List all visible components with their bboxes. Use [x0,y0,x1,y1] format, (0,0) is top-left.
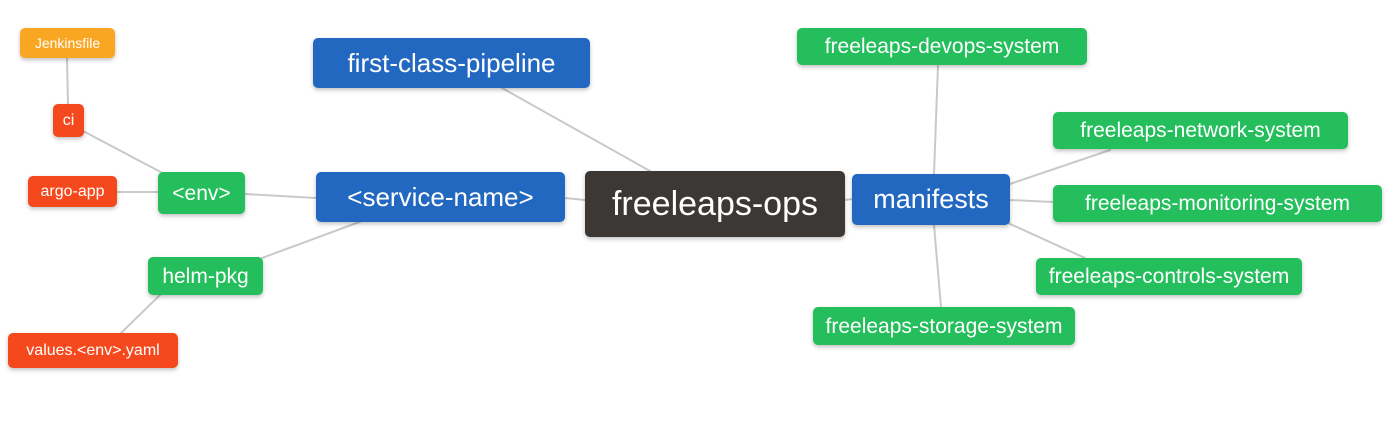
node-freeleaps-storage-system[interactable]: freeleaps-storage-system [813,307,1075,345]
node-values-env-yaml[interactable]: values.<env>.yaml [8,333,178,368]
node-first-class-pipeline[interactable]: first-class-pipeline [313,38,590,88]
edge-jenkinsfile-to-ci [66,56,69,105]
edge-helm-pkg-to-service-name [261,220,363,259]
node-service-name[interactable]: <service-name> [316,172,565,222]
edge-values-env-yaml-to-helm-pkg [120,293,162,334]
node-env[interactable]: <env> [158,172,245,214]
edge-first-class-pipeline-to-freeleaps-ops [501,87,651,172]
node-manifests[interactable]: manifests [852,174,1010,225]
edge-manifests-to-freeleaps-controls-system [1007,222,1086,259]
edge-manifests-to-freeleaps-network-system [1009,149,1111,185]
node-ci[interactable]: ci [53,104,84,137]
edge-env-to-service-name [244,193,317,199]
edge-manifests-to-freeleaps-monitoring-system [1009,199,1054,203]
node-helm-pkg[interactable]: helm-pkg [148,257,263,295]
node-freeleaps-monitoring-system[interactable]: freeleaps-monitoring-system [1053,185,1382,222]
edge-manifests-to-freeleaps-storage-system [933,224,942,308]
node-freeleaps-devops-system[interactable]: freeleaps-devops-system [797,28,1087,65]
node-argo-app[interactable]: argo-app [28,176,117,207]
node-freeleaps-controls-system[interactable]: freeleaps-controls-system [1036,258,1302,295]
node-freeleaps-ops-root[interactable]: freeleaps-ops [585,171,845,237]
edge-service-name-to-freeleaps-ops [564,197,586,201]
edge-freeleaps-ops-to-manifests [844,198,853,201]
node-jenkinsfile[interactable]: Jenkinsfile [20,28,115,58]
edge-manifests-to-freeleaps-devops-system [933,64,939,175]
edge-ci-to-env [82,130,173,179]
node-freeleaps-network-system[interactable]: freeleaps-network-system [1053,112,1348,149]
